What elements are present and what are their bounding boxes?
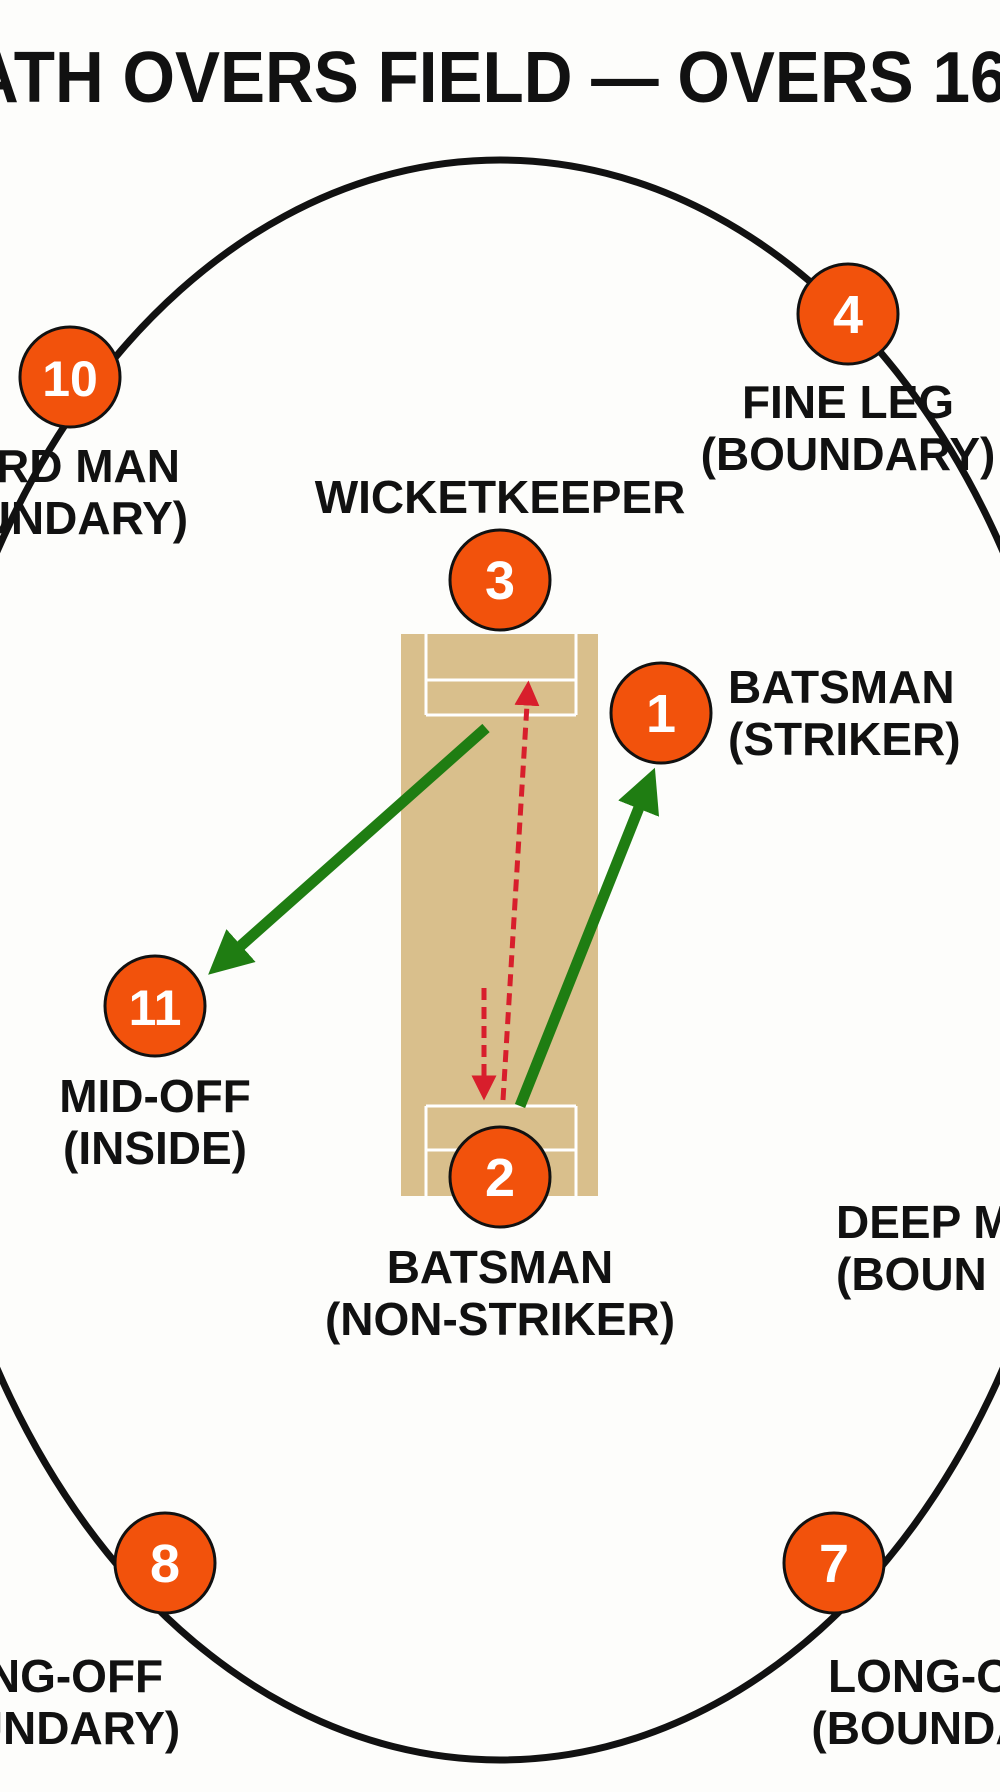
throw-arrow-2-to-1	[514, 767, 660, 1109]
player-7: 7	[782, 1511, 886, 1615]
extra-deep-mi-label-line: (BOUN	[836, 1248, 987, 1300]
player-7-number: 7	[819, 1534, 849, 1594]
player-2-label: BATSMAN(NON-STRIKER)	[325, 1241, 675, 1345]
pitch	[401, 634, 598, 1196]
pitch-strip	[401, 634, 598, 1196]
player-1-label: BATSMAN(STRIKER)	[728, 661, 961, 765]
player-1: 1	[609, 661, 713, 765]
extra-deep-mi-label-line: DEEP MI	[836, 1196, 1000, 1248]
throw-arrow-3-to-11	[208, 723, 490, 975]
player-10-label-line: HIRD MAN	[0, 440, 180, 492]
player-1-marker	[609, 661, 713, 765]
player-10-marker	[18, 325, 122, 429]
player-11-marker	[103, 954, 207, 1058]
player-10-label: HIRD MANOUNDARY)	[0, 440, 188, 544]
player-8-marker	[113, 1511, 217, 1615]
position-labels: HIRD MANOUNDARY) FINE LEG(BOUNDARY) WICKET…	[0, 376, 1000, 1754]
extra-deep-mi-label: DEEP MI(BOUN	[836, 1196, 1000, 1300]
run-arrow-2-to-3	[500, 680, 540, 1101]
top-crease	[424, 634, 578, 717]
player-10-number: 10	[42, 351, 98, 407]
player-3-label-line: WICKETKEEPER	[315, 471, 686, 523]
player-11: 11	[103, 954, 207, 1058]
player-3-number: 3	[485, 551, 515, 611]
player-7-marker	[782, 1511, 886, 1615]
player-11-label-line: MID-OFF	[59, 1070, 251, 1122]
player-4-label-line: FINE LEG	[742, 376, 954, 428]
player-7-label: LONG-O(BOUNDA	[811, 1650, 1000, 1754]
player-4-marker	[796, 262, 900, 366]
player-2: 2	[448, 1125, 552, 1229]
player-1-label-line: BATSMAN	[728, 661, 955, 713]
player-2-number: 2	[485, 1148, 515, 1208]
player-3-marker	[448, 528, 552, 632]
player-2-label-line: BATSMAN	[387, 1241, 614, 1293]
boundary-rope	[0, 156, 1000, 1764]
player-4-label-line: (BOUNDARY)	[701, 428, 996, 480]
player-11-number: 11	[129, 980, 182, 1036]
player-8: 8	[113, 1511, 217, 1615]
player-4-number: 4	[833, 285, 863, 345]
player-4-label: FINE LEG(BOUNDARY)	[701, 376, 996, 480]
player-11-label-line: (INSIDE)	[63, 1122, 247, 1174]
player-8-label-line: NG-OFF	[0, 1650, 163, 1702]
player-8-label: NG-OFFUNDARY)	[0, 1650, 180, 1754]
player-1-label-line: (STRIKER)	[728, 713, 961, 765]
player-3: 3	[448, 528, 552, 632]
player-2-marker	[448, 1125, 552, 1229]
player-4: 4	[796, 262, 900, 366]
player-1-number: 1	[646, 684, 676, 744]
player-7-label-line: (BOUNDA	[811, 1702, 1000, 1754]
arrows	[208, 680, 660, 1109]
player-7-label-line: LONG-O	[828, 1650, 1000, 1702]
player-10: 10	[18, 325, 122, 429]
diagram-title: ATH OVERS FIELD — OVERS 16-	[0, 38, 1000, 118]
player-3-label: WICKETKEEPER	[315, 471, 686, 523]
player-8-label-line: UNDARY)	[0, 1702, 180, 1754]
player-2-label-line: (NON-STRIKER)	[325, 1293, 675, 1345]
player-11-label: MID-OFF(INSIDE)	[59, 1070, 251, 1174]
player-10-label-line: OUNDARY)	[0, 492, 188, 544]
player-8-number: 8	[150, 1534, 180, 1594]
